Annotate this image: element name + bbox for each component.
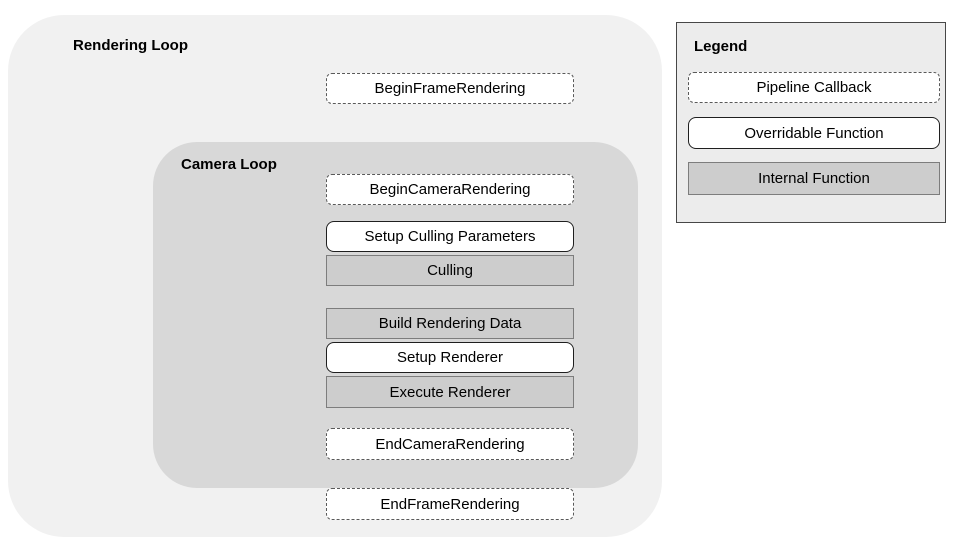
- node-end-frame-rendering: EndFrameRendering: [326, 488, 574, 520]
- camera-loop-title: Camera Loop: [181, 156, 277, 173]
- node-end-camera-rendering: EndCameraRendering: [326, 428, 574, 460]
- node-begin-camera-rendering: BeginCameraRendering: [326, 174, 574, 205]
- legend-panel: Legend Pipeline Callback Overridable Fun…: [676, 22, 946, 223]
- node-execute-renderer: Execute Renderer: [326, 376, 574, 408]
- legend-title: Legend: [694, 38, 748, 55]
- node-culling: Culling: [326, 255, 574, 286]
- legend-item-pipeline-callback: Pipeline Callback: [688, 72, 940, 103]
- node-begin-frame-rendering: BeginFrameRendering: [326, 73, 574, 104]
- node-setup-renderer: Setup Renderer: [326, 342, 574, 373]
- node-build-rendering-data: Build Rendering Data: [326, 308, 574, 339]
- node-setup-culling-parameters: Setup Culling Parameters: [326, 221, 574, 252]
- legend-item-overridable-function: Overridable Function: [688, 117, 940, 149]
- rendering-loop-title: Rendering Loop: [73, 37, 188, 54]
- legend-item-internal-function: Internal Function: [688, 162, 940, 195]
